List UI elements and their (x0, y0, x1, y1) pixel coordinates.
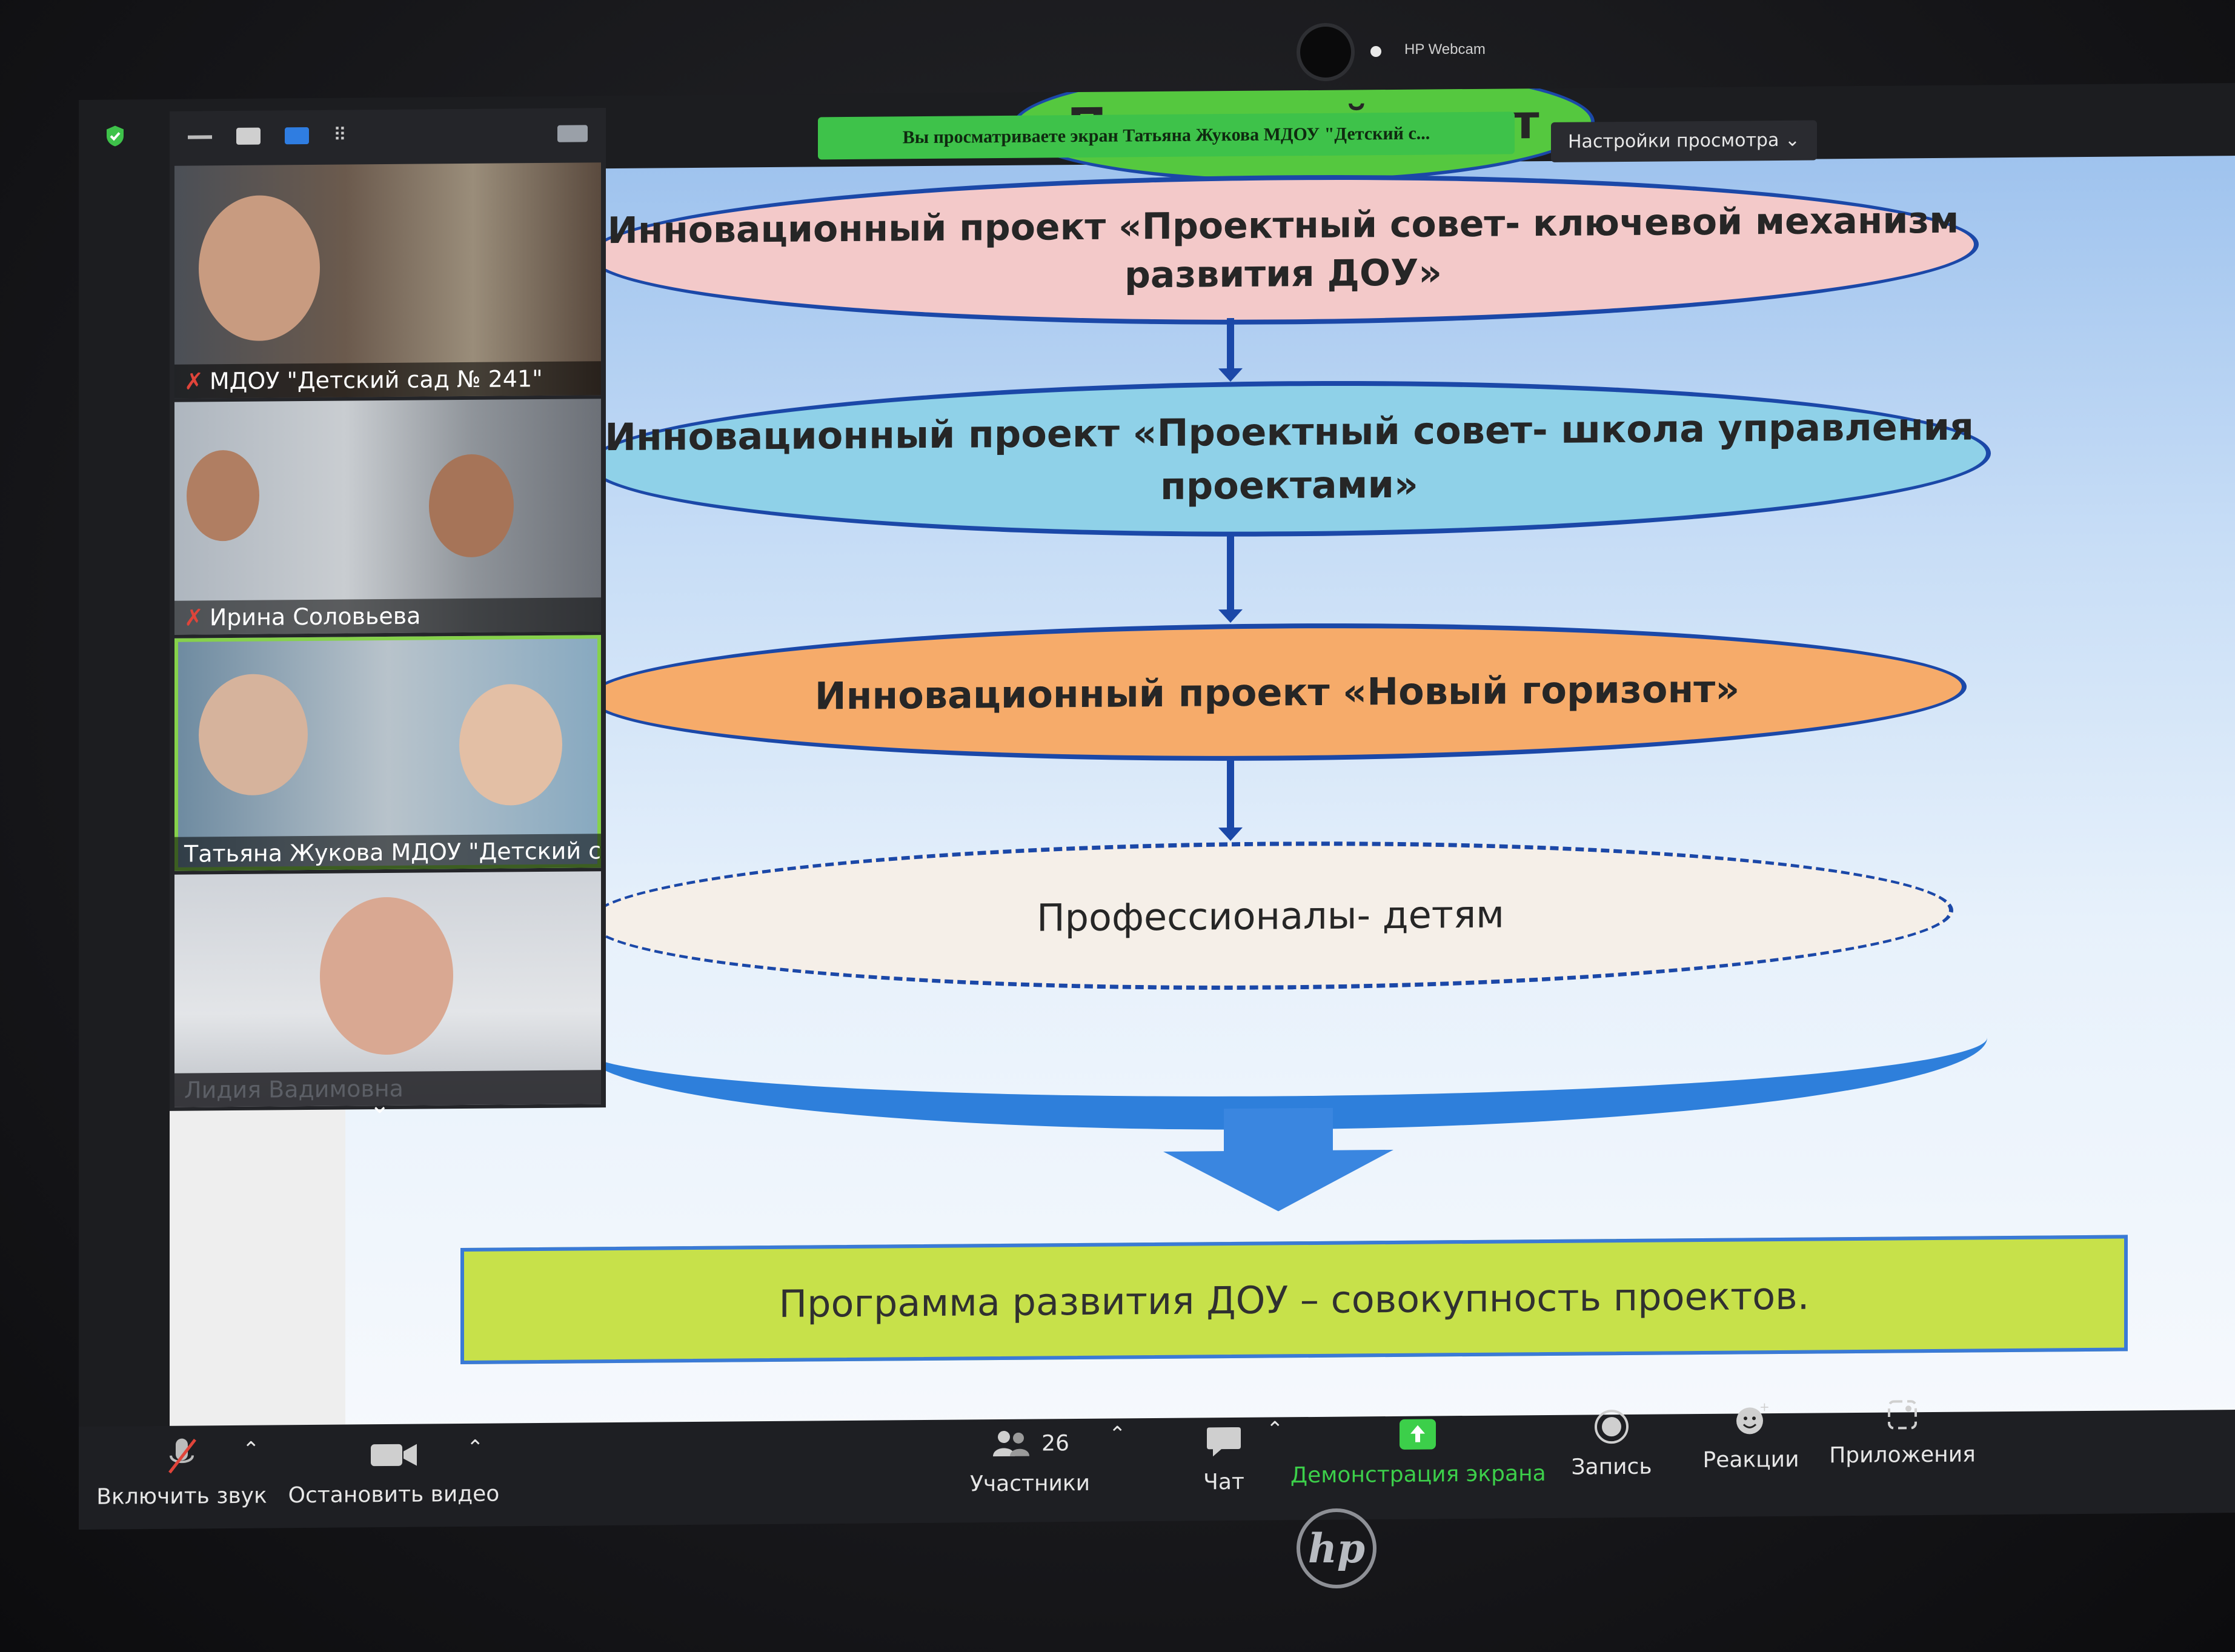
muted-mic-icon: ✗ (184, 368, 204, 395)
participant-face (320, 897, 453, 1055)
chat-label: Чат (1203, 1469, 1244, 1495)
share-screen-label: Демонстрация экрана (1290, 1461, 1546, 1488)
share-screen-icon (1290, 1409, 1545, 1459)
participant-tile[interactable]: Лидия Вадимовна (174, 871, 601, 1107)
participant-face (199, 674, 308, 796)
participant-tile[interactable]: ✗МДОУ "Детский сад № 241" (174, 162, 601, 399)
meeting-toolbar: Включить звук ⌃ Остановить видео ⌃ 26 Уч… (79, 1400, 2235, 1530)
svg-text:+: + (1759, 1401, 1769, 1414)
participants-video-panel: ⠿ ✗МДОУ "Детский сад № 241" ✗Ирина Солов… (170, 108, 606, 1119)
expand-chevron-icon[interactable]: ⌄ (370, 1090, 390, 1120)
participants-icon: 26 (951, 1419, 1109, 1468)
reactions-smile-icon: + (1684, 1395, 1818, 1444)
apps-label: Приложения (1829, 1442, 1976, 1468)
apps-button[interactable]: Приложения (1824, 1390, 1981, 1468)
stop-video-button[interactable]: Остановить видео (285, 1430, 503, 1508)
stop-video-label: Остановить видео (288, 1481, 500, 1508)
participant-face (187, 449, 259, 542)
participant-name-bar: ✗МДОУ "Детский сад № 241" (174, 361, 601, 399)
connector-arrow-1 (1227, 318, 1234, 376)
participants-label: Участники (969, 1470, 1091, 1497)
gallery-view-icon[interactable]: ⠿ (333, 124, 347, 146)
webcam-label: HP Webcam (1404, 41, 1486, 58)
participant-tile-active-speaker[interactable]: Татьяна Жукова МДОУ "Детский с... (174, 635, 601, 871)
view-settings-label: Настройки просмотра (1568, 129, 1779, 153)
participant-tile[interactable]: ✗Ирина Соловьева (174, 399, 601, 635)
strip-view-icon[interactable] (285, 127, 309, 145)
share-screen-button[interactable]: Демонстрация экрана (1290, 1409, 1546, 1488)
connector-arrow-2 (1227, 532, 1234, 617)
participants-button[interactable]: 26 Участники (951, 1419, 1109, 1497)
participants-caret-icon[interactable]: ⌃ (1109, 1422, 1126, 1447)
screen-share-notice: Вы просматриваете экран Татьяна Жукова М… (818, 111, 1515, 160)
chat-button[interactable]: Чат (1163, 1417, 1284, 1495)
minimize-icon[interactable] (188, 135, 212, 139)
participant-name-bar: Татьяна Жукова МДОУ "Детский с... (174, 834, 601, 871)
program-box: Программа развития ДОУ – совокупность пр… (460, 1235, 2128, 1365)
chat-bubble-icon (1163, 1417, 1284, 1467)
pop-out-icon[interactable] (557, 125, 588, 142)
chat-caret-icon[interactable]: ⌃ (1266, 1417, 1284, 1442)
unmute-label: Включить звук (96, 1483, 267, 1510)
panel-toolbar: ⠿ (170, 108, 606, 166)
webcam-icon (1297, 23, 1355, 81)
apps-icon (1824, 1390, 1981, 1439)
participant-face (459, 683, 562, 806)
muted-mic-icon: ✗ (184, 604, 204, 631)
record-icon (1551, 1402, 1672, 1451)
record-label: Запись (1571, 1454, 1652, 1480)
participant-name: МДОУ "Детский сад № 241" (209, 365, 543, 395)
view-settings-button[interactable]: Настройки просмотра ⌄ (1551, 120, 1818, 162)
participant-name: Татьяна Жукова МДОУ "Детский с... (184, 837, 601, 867)
speaker-view-icon[interactable] (236, 127, 261, 145)
security-shield-icon[interactable] (103, 124, 127, 148)
reactions-button[interactable]: + Реакции (1684, 1395, 1818, 1473)
webcam-led (1370, 46, 1381, 57)
participants-count: 26 (1041, 1430, 1069, 1456)
record-button[interactable]: Запись (1551, 1402, 1672, 1480)
muted-mic-icon (91, 1431, 273, 1481)
participant-name: Ирина Соловьева (209, 602, 421, 631)
unmute-button[interactable]: Включить звук (91, 1431, 273, 1510)
audio-options-caret-icon[interactable]: ⌃ (242, 1437, 260, 1462)
participant-face (429, 454, 514, 558)
laptop-screen: Проектный совет Инновационный проект «Пр… (79, 83, 2235, 1530)
hp-logo: hp (1297, 1508, 1377, 1588)
chevron-down-icon: ⌄ (1784, 129, 1801, 151)
participant-name-bar: ✗Ирина Соловьева (174, 597, 601, 635)
participant-face (199, 194, 320, 342)
video-options-caret-icon[interactable]: ⌃ (467, 1435, 484, 1460)
connector-arrow-3 (1227, 756, 1234, 835)
reactions-label: Реакции (1702, 1447, 1799, 1473)
down-arrow-icon (1163, 1107, 1393, 1212)
video-camera-icon (285, 1430, 503, 1480)
